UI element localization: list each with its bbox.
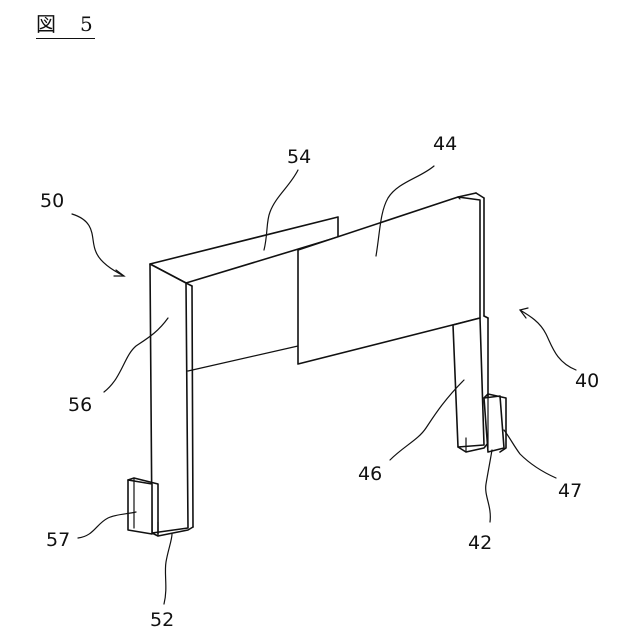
tab-57 — [128, 480, 152, 534]
label-57: 57 — [46, 529, 70, 551]
leg-56 — [150, 264, 188, 533]
tab-47 — [484, 396, 504, 452]
label-46: 46 — [358, 463, 382, 485]
label-52: 52 — [150, 609, 174, 631]
label-50: 50 — [40, 190, 64, 212]
leg-46 — [453, 318, 484, 447]
label-42: 42 — [468, 532, 492, 554]
label-47: 47 — [558, 480, 582, 502]
cross-bar — [188, 346, 298, 371]
label-40: 40 — [575, 370, 599, 392]
reference-labels: 50 54 44 56 40 46 47 57 42 52 — [40, 133, 599, 631]
label-56: 56 — [68, 394, 92, 416]
label-54: 54 — [287, 146, 311, 168]
label-44: 44 — [433, 133, 457, 155]
